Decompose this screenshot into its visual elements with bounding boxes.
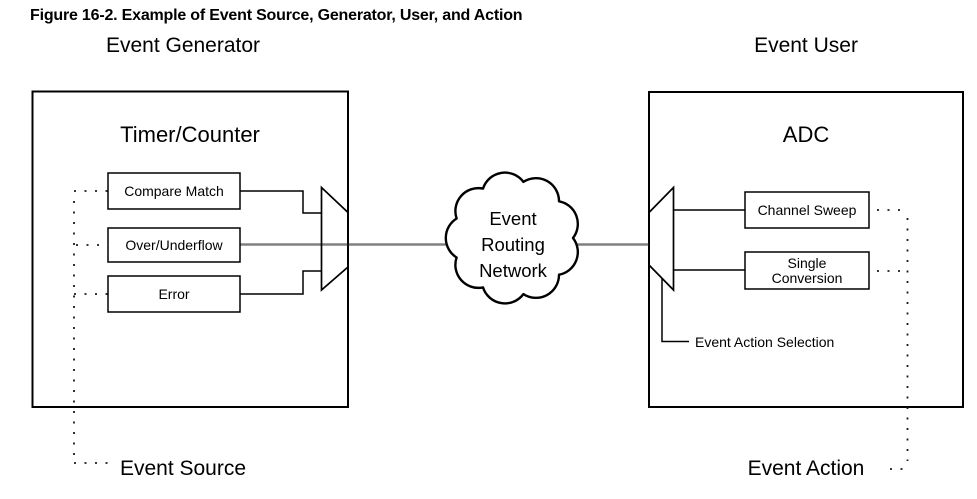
user-block-title: ADC [782,122,830,147]
error-box [107,275,241,313]
cloud-label-line1: Event [489,208,537,229]
error-connector [240,270,322,295]
error-label: Error [158,286,190,302]
compare-match-label: Compare Match [124,183,224,199]
event-action-selection-label: Event Action Selection [695,334,835,350]
single-conversion-box [744,251,870,290]
event-action-dotted-lines [877,209,909,470]
event-action-label: Event Action [747,457,865,480]
channel-sweep-label: Channel Sweep [757,202,857,218]
cloud-shape [444,171,580,305]
compare-match-box [107,172,241,210]
channel-sweep-box [744,191,870,229]
demux-icon [648,185,675,293]
cloud-label-line2: Routing [481,234,545,255]
event-source-label: Event Source [119,457,247,480]
event-source-dotted-lines [73,190,111,464]
generator-block-title: Timer/Counter [120,122,260,147]
figure-title: Figure 16-2. Example of Event Source, Ge… [30,7,523,24]
mux-icon [320,185,349,292]
event-action-selection-pointer [661,278,689,343]
over-underflow-label: Over/Underflow [125,237,223,253]
cloud-label-line3: Network [479,260,547,281]
single-conversion-label: Single Conversion [771,254,843,286]
event-generator-label: Event Generator [105,34,261,57]
cloud-label: Event Routing Network [443,206,583,284]
event-user-label: Event User [754,34,858,57]
compare-match-connector [240,190,322,214]
